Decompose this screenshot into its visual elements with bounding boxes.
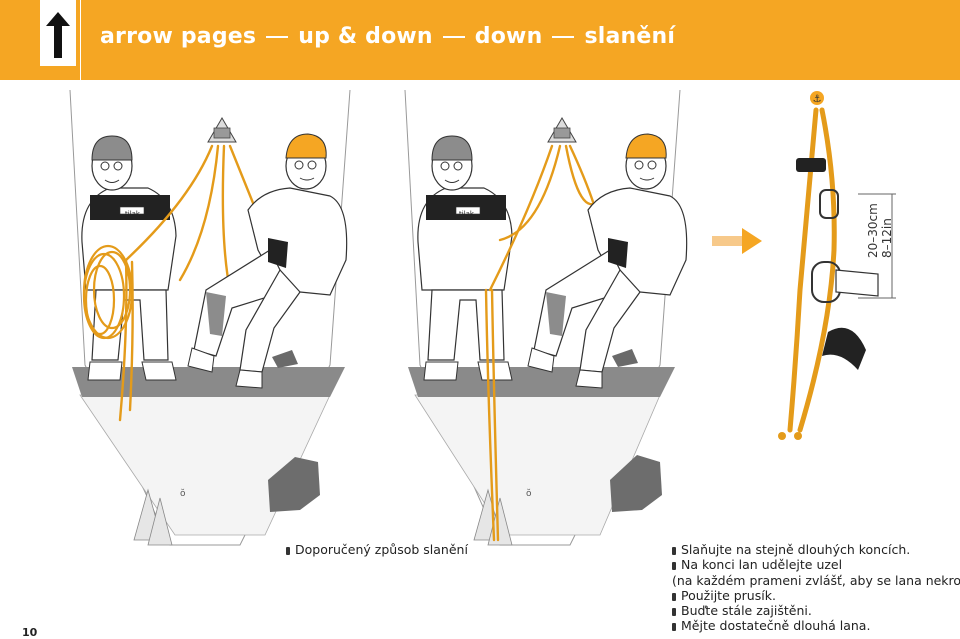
page-header: arrow pages up & down down slanění — [0, 0, 960, 80]
climber-grey-helmet-2 — [417, 135, 513, 381]
bullet-icon — [672, 608, 676, 617]
left-scene: ŏ — [69, 89, 351, 546]
title-dash — [552, 36, 575, 38]
title-part-2: up & down — [298, 24, 433, 49]
list-item: Mějte dostatečně dlouhá lana. — [672, 618, 960, 633]
measure-cm: 20–30cm — [866, 203, 880, 258]
bullet-icon — [672, 562, 676, 571]
bullet-icon — [672, 592, 676, 601]
svg-text:⚓: ⚓ — [813, 94, 822, 105]
bullet-icon — [672, 547, 676, 555]
harness-brand-label: tilak — [459, 210, 474, 218]
caption-right-list: Slaňujte na stejně dlouhých koncích. Na … — [672, 542, 960, 634]
climber-orange-helmet-2 — [527, 133, 688, 389]
title-dash — [266, 36, 289, 38]
title-part-1: arrow pages — [100, 24, 257, 49]
harness-brand-label: tilak — [125, 210, 140, 218]
climber-grey-helmet — [81, 135, 177, 381]
title-dash — [442, 36, 465, 38]
list-item: (na každém prameni zvlášť, aby se lana n… — [672, 572, 960, 588]
list-item: Použijte prusík. — [672, 588, 960, 603]
page-number: 10 — [22, 626, 38, 639]
list-item: Buďte stále zajištěni. — [672, 603, 960, 618]
bullet-icon — [286, 547, 290, 555]
middle-scene: ŏ — [404, 89, 688, 546]
transition-arrow — [712, 228, 762, 254]
list-item: Slaňujte na stejně dlouhých koncích. — [672, 542, 960, 557]
svg-text:ŏ: ŏ — [180, 489, 186, 499]
rappel-illustration: ŏ — [69, 89, 896, 546]
title-part-4: slanění — [584, 24, 676, 49]
up-arrow-icon — [46, 12, 70, 58]
caption-left: Doporučený způsob slanění — [286, 542, 468, 557]
page-title: arrow pages up & down down slanění — [100, 24, 675, 49]
list-item: Na konci lan udělejte uzel — [672, 557, 960, 572]
svg-text:ŏ: ŏ — [526, 489, 532, 499]
right-detail: ⚓ — [778, 91, 896, 440]
measure-in: 8–12in — [880, 218, 894, 258]
caption-left-text: Doporučený způsob slanění — [295, 542, 468, 557]
climber-orange-helmet — [187, 133, 348, 389]
title-part-3: down — [474, 24, 543, 49]
up-arrow-button[interactable] — [40, 0, 76, 66]
bullet-icon — [672, 623, 676, 632]
header-divider — [80, 0, 81, 80]
